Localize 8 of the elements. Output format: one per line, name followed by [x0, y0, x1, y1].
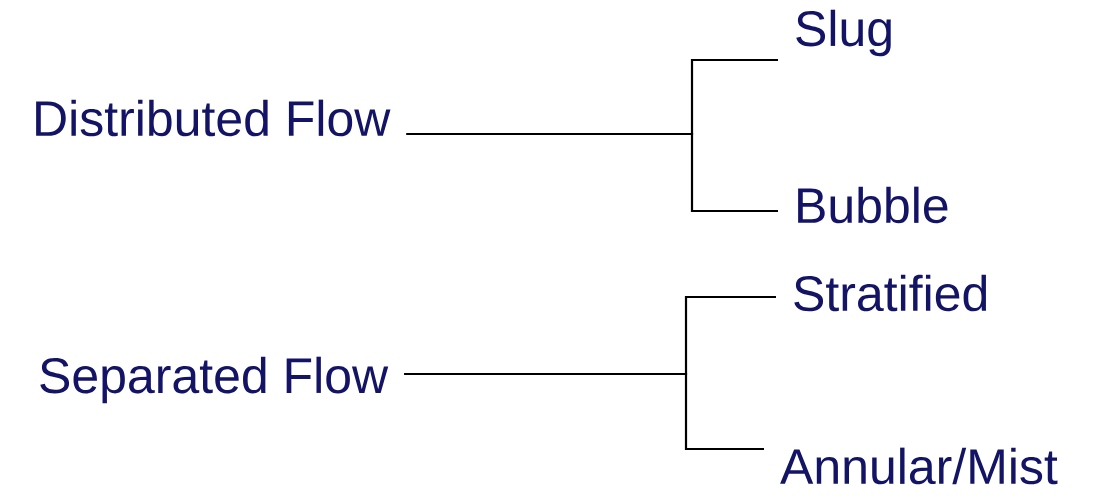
- flow-type-label: Annular/Mist: [780, 447, 1058, 485]
- flow-type-label: Bubble: [798, 186, 948, 224]
- category-label: Distributed Flow: [36, 99, 391, 137]
- flow-type-label: Slug: [796, 9, 891, 57]
- bracket-connector: [406, 132, 778, 213]
- category-label: Separated Flow: [40, 356, 389, 404]
- flow-type-label: Stratified: [794, 274, 987, 312]
- bracket-connector: [404, 372, 764, 451]
